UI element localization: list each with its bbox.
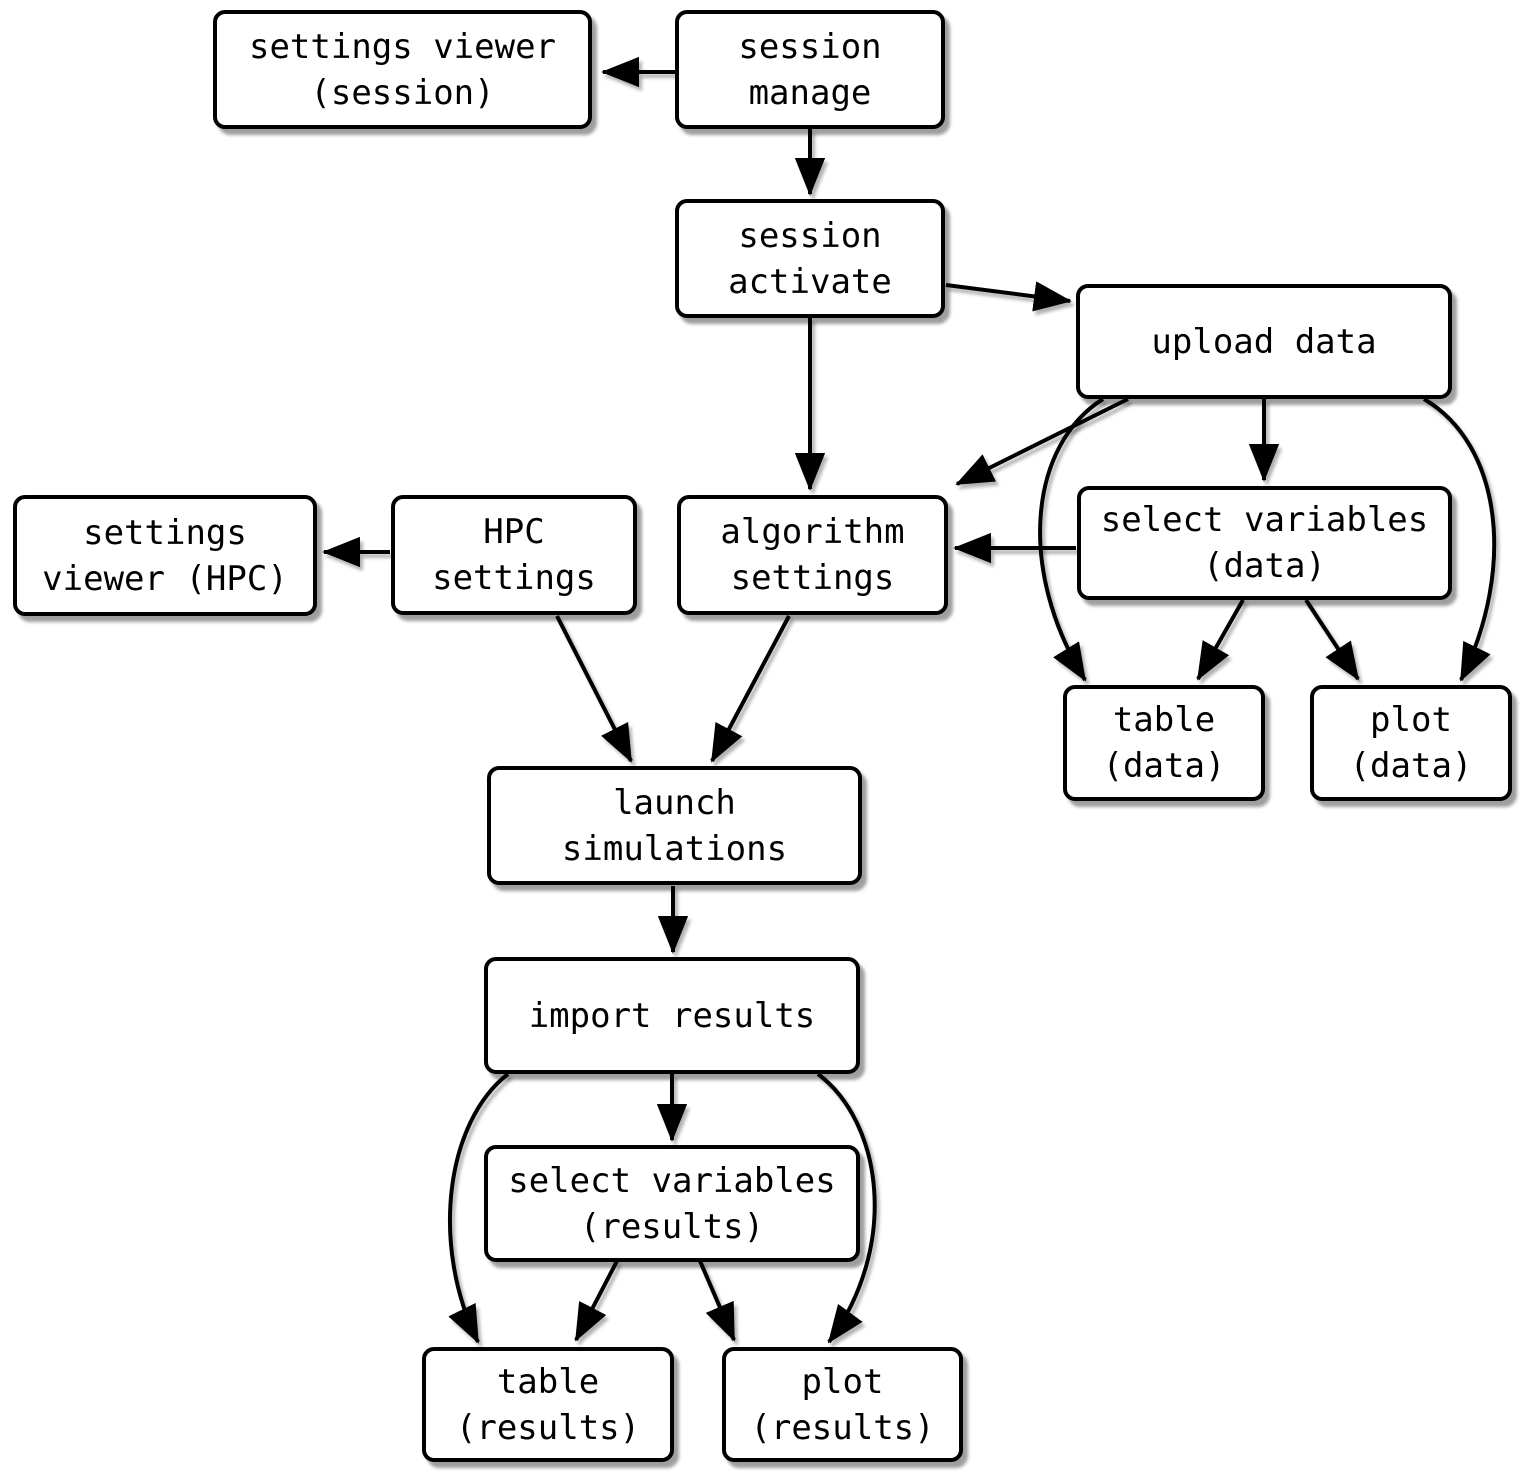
- node-launch-simulations: launch simulations: [487, 766, 862, 885]
- edge-select-variables-data-to-plot-data: [1304, 598, 1360, 681]
- node-settings-viewer-session: settings viewer (session): [213, 10, 592, 129]
- edge-algorithm-settings-to-launch-simulations: [710, 615, 791, 763]
- edge-upload-data-to-plot-data: [1422, 397, 1497, 682]
- node-session-activate: session activate: [675, 199, 945, 318]
- node-select-variables-data: select variables (data): [1077, 486, 1452, 600]
- node-select-variables-results: select variables (results): [484, 1145, 860, 1262]
- edge-hpc-settings-to-launch-simulations: [555, 615, 633, 763]
- edge-select-variables-results-to-table-results: [574, 1260, 619, 1342]
- edge-import-results-to-table-results: [447, 1072, 510, 1344]
- node-session-manage: session manage: [675, 10, 945, 129]
- edge-upload-data-to-table-data: [1038, 397, 1105, 682]
- node-algorithm-settings: algorithm settings: [677, 495, 948, 615]
- node-upload-data: upload data: [1076, 284, 1452, 399]
- node-table-results: table (results): [422, 1347, 674, 1462]
- edge-select-variables-data-to-table-data: [1196, 599, 1245, 681]
- node-table-data: table (data): [1063, 685, 1265, 801]
- edge-session-activate-to-upload-data: [945, 281, 1072, 312]
- node-import-results: import results: [484, 957, 860, 1074]
- node-plot-results: plot (results): [722, 1347, 963, 1462]
- node-settings-viewer-hpc: settings viewer (HPC): [13, 495, 317, 616]
- node-hpc-settings: HPC settings: [391, 495, 637, 615]
- edge-import-results-to-plot-results: [816, 1072, 877, 1344]
- edge-select-variables-results-to-plot-results: [698, 1260, 736, 1342]
- node-plot-data: plot (data): [1310, 685, 1512, 801]
- edge-upload-data-to-algorithm-settings: [955, 397, 1129, 486]
